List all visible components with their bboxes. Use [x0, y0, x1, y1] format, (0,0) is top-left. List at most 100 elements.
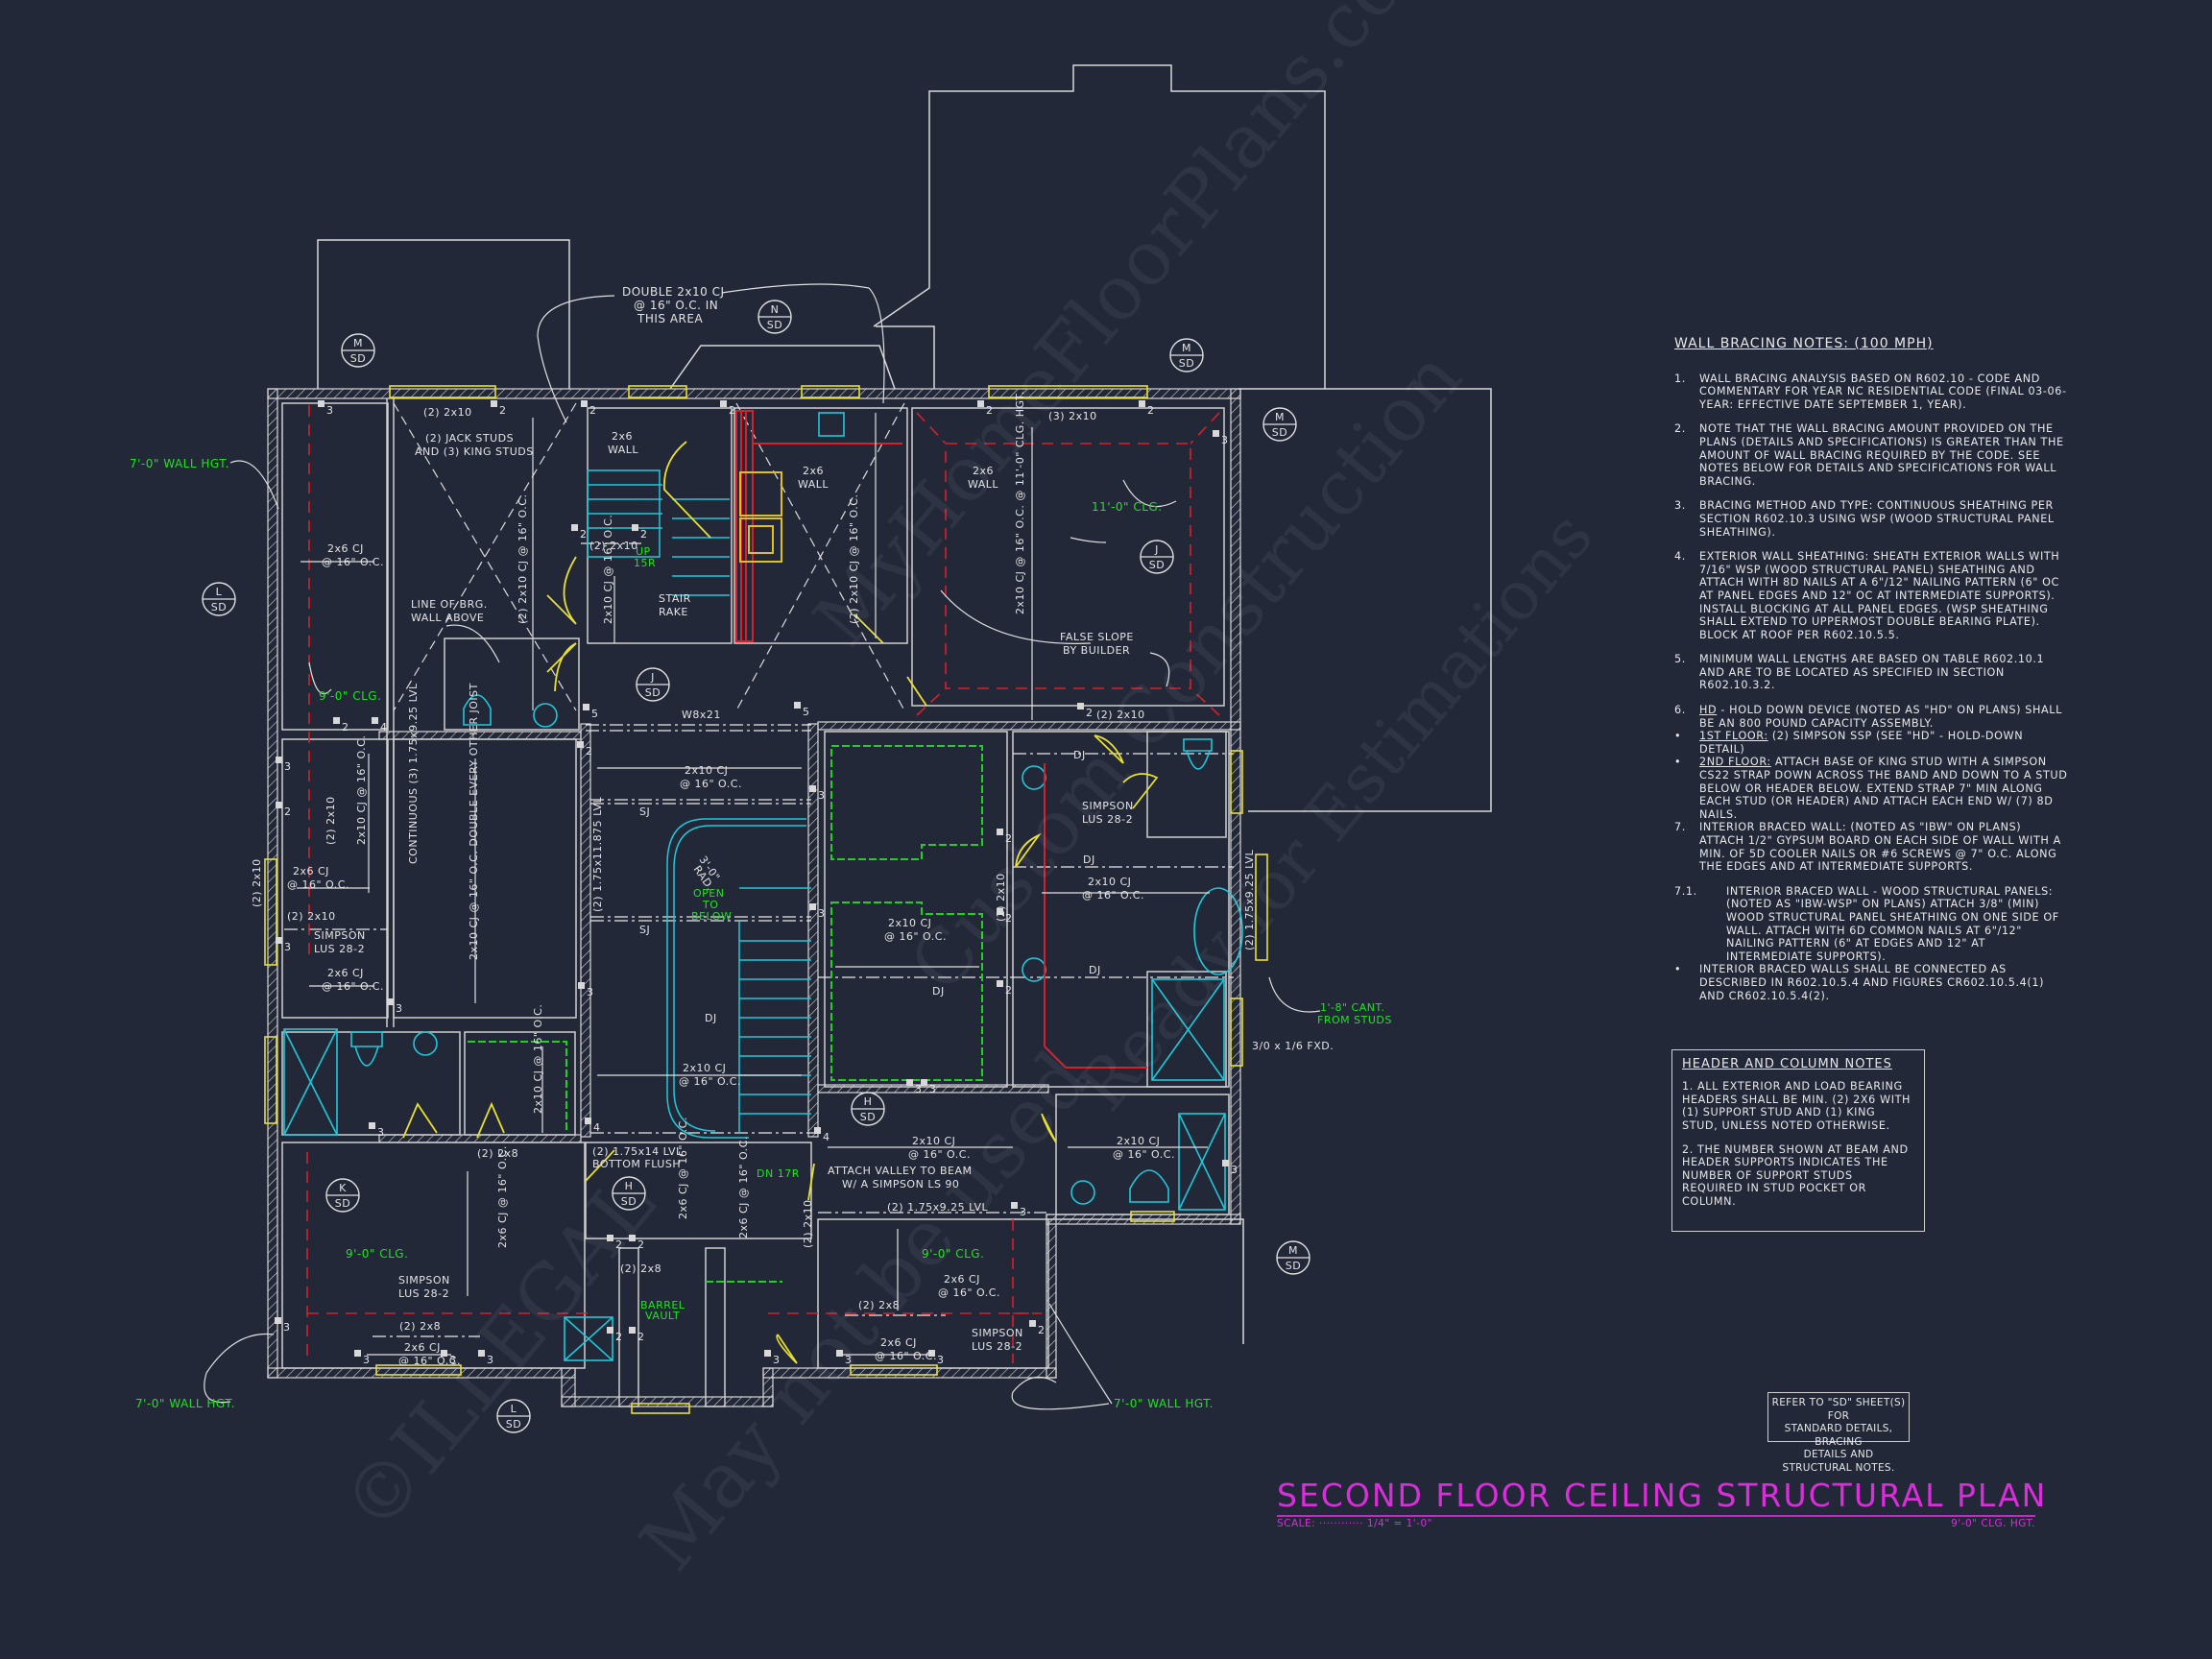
ceiling-height-label: 11'-0" CLG. — [1092, 500, 1163, 514]
double-cj-label-1: DOUBLE 2x10 CJ — [622, 285, 725, 299]
wall-label: WALL — [968, 478, 998, 491]
joist-label: @ 16" O.C. — [398, 1355, 461, 1367]
stud-count: 3 — [326, 404, 334, 417]
joist-label: 2x6 CJ — [327, 967, 364, 979]
header-label: (2) 2x8 — [620, 1262, 661, 1275]
joist-label: 2x6 CJ — [404, 1341, 441, 1354]
note-number: 5. — [1674, 653, 1686, 666]
joist-label: 2x10 CJ — [1088, 876, 1131, 888]
joist-label: @ 16" O.C. — [938, 1286, 1000, 1299]
wall-bracing-note: • 2ND FLOOR: ATTACH BASE OF KING STUD WIT… — [1674, 756, 2068, 821]
note-text: 2ND FLOOR: ATTACH BASE OF KING STUD WITH… — [1699, 756, 2068, 821]
hanger-label: LUS 28-2 — [314, 943, 365, 955]
note-text: WALL BRACING ANALYSIS BASED ON R602.10 -… — [1699, 372, 2067, 411]
stud-count: 2 — [580, 528, 588, 541]
svg-text:M: M — [1275, 411, 1285, 423]
svg-text:M: M — [353, 337, 363, 349]
wall-label: WALL — [608, 444, 638, 456]
section-marker: M SD — [1262, 407, 1297, 442]
header-label: (2) 2x10 — [802, 1199, 814, 1248]
joist-label: (2) 2x10 CJ @ 16" O.C. — [517, 494, 529, 624]
stair-rake-label: RAKE — [659, 606, 688, 618]
svg-text:L: L — [511, 1403, 517, 1415]
beam-label: (2) 1.75x11.875 LVL — [591, 796, 604, 912]
note-number: 4. — [1674, 550, 1686, 564]
stud-count: 3 — [284, 941, 292, 953]
svg-text:SD: SD — [1272, 426, 1287, 439]
wall-bracing-note: 7.1.INTERIOR BRACED WALL - WOOD STRUCTUR… — [1674, 885, 2068, 964]
wall-label: 2x6 — [612, 430, 633, 443]
note-number: 7. — [1674, 821, 1686, 834]
stud-count: 2 — [1005, 984, 1013, 997]
header-label: (2) 2x10 — [589, 540, 638, 552]
joist-label: @ 16" O.C. — [322, 980, 384, 993]
hanger-label: LUS 28-2 — [972, 1340, 1022, 1353]
open-below-label: TO — [702, 899, 718, 911]
joist-type-label: DJ — [1089, 964, 1101, 976]
note-number: 7.1. — [1674, 884, 1697, 898]
false-slope-label: FALSE SLOPE — [1060, 631, 1134, 643]
wall-bracing-note: 5.MINIMUM WALL LENGTHS ARE BASED ON TABL… — [1674, 653, 2068, 692]
stud-count: 2 — [1005, 912, 1013, 925]
header-label: (2) 2x8 — [858, 1299, 900, 1311]
closet-shelving — [468, 745, 983, 1283]
barrel-vault-label: BARREL — [640, 1299, 685, 1311]
stud-count: 3 — [449, 1354, 457, 1366]
bearing-line-label: LINE OF BRG. — [411, 598, 488, 611]
beam-label: W8x21 — [682, 709, 721, 721]
valley-note: W/ A SIMPSON LS 90 — [842, 1178, 959, 1190]
svg-text:J: J — [1154, 543, 1159, 556]
false-slope-label: BY BUILDER — [1063, 644, 1130, 657]
section-marker: KSD — [325, 1178, 360, 1213]
note-text: HD - HOLD DOWN DEVICE (NOTED AS "HD" ON … — [1699, 704, 2062, 730]
note-number: • — [1674, 756, 1682, 769]
header-column-notes: HEADER AND COLUMN NOTES 1. ALL EXTERIOR … — [1671, 1049, 1925, 1232]
wall-height-label: 7'-0" WALL HGT. — [1114, 1397, 1214, 1410]
joist-label: @ 16" O.C. — [884, 930, 947, 943]
header-label: (2) 2x10 — [287, 910, 336, 923]
wall-bracing-notes: WALL BRACING NOTES: (100 MPH) 1.WALL BRA… — [1674, 337, 2068, 1002]
header-label: (2) 2x10 — [995, 873, 1007, 922]
plumbing-fixtures — [283, 412, 1243, 1361]
joist-label: 2x10 CJ — [1117, 1135, 1160, 1147]
wall-bracing-note: 4.EXTERIOR WALL SHEATHING: SHEATH EXTERI… — [1674, 550, 2068, 641]
wall-label: WALL — [798, 478, 829, 491]
hanger-label: LUS 28-2 — [1082, 813, 1133, 826]
bearing-line-label: WALL ABOVE — [411, 612, 484, 624]
stair-down-label: DN 17R — [757, 1167, 800, 1180]
stud-count: 3 — [283, 1321, 291, 1334]
svg-text:M: M — [1288, 1244, 1298, 1257]
header-column-heading: HEADER AND COLUMN NOTES — [1682, 1057, 1892, 1071]
joist-label: 2x10 CJ @ 16" O.C. — [532, 1004, 544, 1114]
stud-count: 2 — [284, 805, 292, 818]
stud-count: 2 — [589, 404, 597, 417]
stud-count: 3 — [396, 1002, 403, 1015]
svg-text:SD: SD — [335, 1197, 350, 1210]
joist-label: 2x10 CJ — [685, 764, 728, 777]
joist-label: 2x6 CJ — [293, 865, 329, 878]
wall-label: 2x6 — [803, 465, 824, 477]
ceiling-height-note: 9'-0" CLG. HGT. — [1951, 1518, 2035, 1529]
wall-label: 2x6 — [973, 465, 994, 477]
header-label: (2) 2x8 — [399, 1320, 441, 1333]
svg-text:SD: SD — [1149, 559, 1165, 571]
open-ceiling-x — [393, 402, 905, 711]
svg-text:SD: SD — [645, 686, 661, 699]
refer-line: REFER TO "SD" SHEET(S) FOR — [1771, 1397, 1906, 1422]
beam-label: (2) 1.75x14 LVL — [592, 1145, 683, 1158]
windows — [264, 385, 1268, 1414]
beam-label: BOTTOM FLUSH — [592, 1158, 681, 1170]
joist-label: 2x6 CJ @ 16" O.C. — [496, 1145, 509, 1248]
joist-label: @ 16" O.C. — [679, 1075, 741, 1088]
stud-count: 3 — [845, 1354, 853, 1366]
joist-label: (2) 2x10 CJ @ 16" O.C. — [848, 494, 860, 624]
svg-text:SD: SD — [211, 601, 227, 613]
svg-text:N: N — [771, 303, 780, 316]
svg-text:SD: SD — [1286, 1260, 1301, 1272]
wall-bracing-note: •INTERIOR BRACED WALLS SHALL BE CONNECTE… — [1674, 963, 2068, 1002]
section-marker: MSD — [1169, 338, 1204, 373]
header-column-note-1: 1. ALL EXTERIOR AND LOAD BEARING HEADERS… — [1682, 1080, 1911, 1132]
valley-note: ATTACH VALLEY TO BEAM — [828, 1165, 973, 1177]
joist-label: 2x10 CJ @ 16" O.C. — [355, 735, 368, 845]
stud-count: 2 — [615, 1331, 623, 1343]
